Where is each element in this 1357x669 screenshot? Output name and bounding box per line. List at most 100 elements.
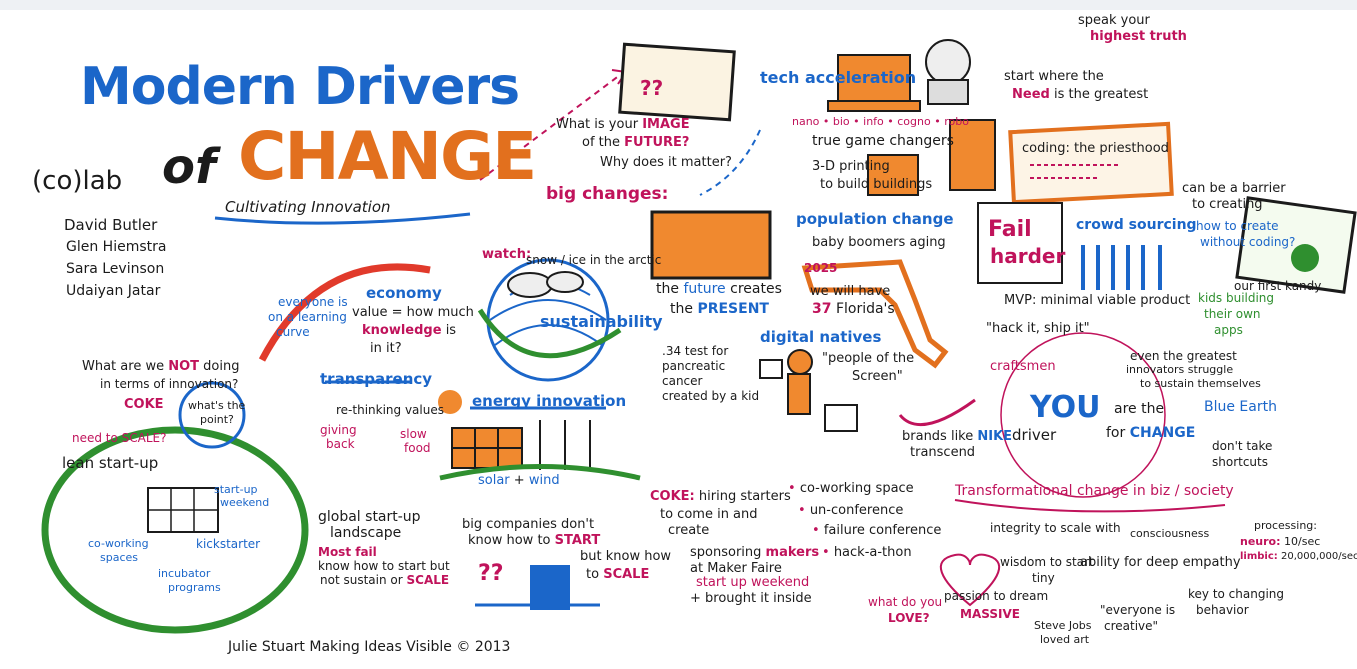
start-need-1: start where the [1004,69,1104,84]
driver: driver [1012,426,1057,444]
event-3: • failure conference [812,523,942,538]
event-1: • co-working space [788,481,914,496]
giving-2: back [326,437,355,451]
future-q1: What is your IMAGE [556,117,690,132]
future-q3: Why does it matter? [600,155,732,170]
top-browser-strip [0,0,1357,10]
learn-2: on a learning [268,310,347,324]
learn-1: everyone is [278,295,348,309]
wind-turbines-drawing [539,420,591,470]
snow-ice: snow / ice in the arctic [526,253,662,267]
know-start-2: not sustain or SCALE [320,573,450,587]
global-1: global start-up [318,509,421,525]
coke-hiring-1: COKE: hiring starters [650,489,791,504]
big-changes-title: big changes: [546,184,669,204]
slow-1: slow [400,427,427,441]
craftsmen: craftsmen [990,359,1056,374]
greatest-1: even the greatest [1130,349,1237,363]
colab-logo: (co)lab [32,166,123,196]
title-change: CHANGE [238,118,537,195]
tech-title: tech acceleration [760,68,917,87]
value-2: knowledge is [362,323,457,338]
florida-count: 37 Florida's [812,301,895,317]
for-change: for CHANGE [1106,425,1196,441]
future-screen-drawing [618,42,736,122]
speak-2: highest truth [1090,29,1187,44]
are-the: are the [1114,401,1165,417]
the-present: the PRESENT [670,301,769,317]
florida-map-drawing [801,259,949,369]
future-q2: of the FUTURE? [582,135,690,150]
jobs-1: Steve Jobs [1034,619,1092,632]
fail-1: Fail [988,217,1032,242]
title-underline [214,212,471,225]
rethinking: re-thinking values [336,403,444,417]
people-screen-2: Screen" [852,369,903,384]
bigco-scale-1: but know how [580,549,672,564]
tech-gamechangers: true game changers [812,133,954,149]
integrity-2: consciousness [1130,527,1210,540]
startup-weekend-2: weekend [220,496,270,509]
brands-1: brands like NIKE [902,429,1013,444]
empathy: ability for deep empathy [1080,555,1241,570]
test-1: .34 test for [662,344,729,358]
know-start-1: know how to start but [318,559,450,573]
incubator-1: incubator [158,567,211,580]
love-1: what do you [868,595,943,609]
test-2: pancreatic [662,359,726,373]
credit-line: Julie Stuart Making Ideas Visible © 2013 [228,639,511,655]
lean-startup: lean start-up [62,454,159,472]
you-label: YOU [1030,390,1101,425]
subtitle: Cultivating Innovation [225,198,391,216]
office-building-drawing [530,565,570,610]
wisdom-2: tiny [1032,571,1055,585]
blue-earth: Blue Earth [1204,399,1277,415]
how-create-2: without coding? [1200,235,1296,249]
slow-2: food [404,441,431,455]
kids-3: apps [1214,323,1243,337]
building-drawing [949,119,996,191]
sun-drawing [438,390,462,414]
future-creates: the future creates [656,281,782,297]
processing: processing: [1254,519,1317,532]
test-3: cancer [662,374,703,388]
crowd-hands-drawing [1081,245,1162,290]
kickstarter: kickstarter [196,537,261,551]
value-1: value = how much [352,305,474,320]
greatest-2: innovators struggle [1126,363,1234,376]
bigco-qmarks: ?? [478,561,504,586]
transparency-title: transparency [320,370,433,388]
barrier-2: to creating [1192,197,1263,212]
global-2: landscape [330,525,402,541]
creative-2: creative" [1104,619,1159,633]
name-2: Glen Hiemstra [66,239,167,255]
event-4: • hack-a-thon [822,545,912,560]
tech-3dprint-2: to build buildings [820,177,933,192]
love-2: LOVE? [888,611,930,625]
economy-title: economy [366,284,442,302]
watch-label: watch: [482,247,532,262]
neuro: neuro: 10/sec [1240,535,1321,548]
limbic: limbic: 20,000,000/sec [1240,551,1357,562]
you-circle [1000,332,1166,498]
digital-title: digital natives [760,328,882,346]
scale-q: need to SCALE? [72,431,167,445]
incubator-2: programs [168,581,221,594]
passion-1: passion to dream [944,589,1049,603]
creative-1: "everyone is [1100,603,1176,617]
tech-3dprint-1: 3-D printing [812,159,890,174]
jobs-2: loved art [1040,633,1090,646]
giving-1: giving [320,423,357,437]
transform-title: Transformational change in biz / society [955,483,1234,499]
name-1: David Butler [64,216,158,234]
key-2: behavior [1196,603,1249,617]
solar-wind: solar + wind [478,473,560,488]
people-screen-1: "people of the [822,351,915,366]
sponsoring-2: at Maker Faire [690,561,782,576]
bigco-scale-2: to SCALE [586,567,650,582]
event-2: • un-conference [798,503,904,518]
how-create-1: how to create [1196,219,1279,233]
bigco-2: know how to START [468,533,601,548]
test-4: created by a kid [662,389,760,403]
kids-2: their own [1204,307,1261,321]
